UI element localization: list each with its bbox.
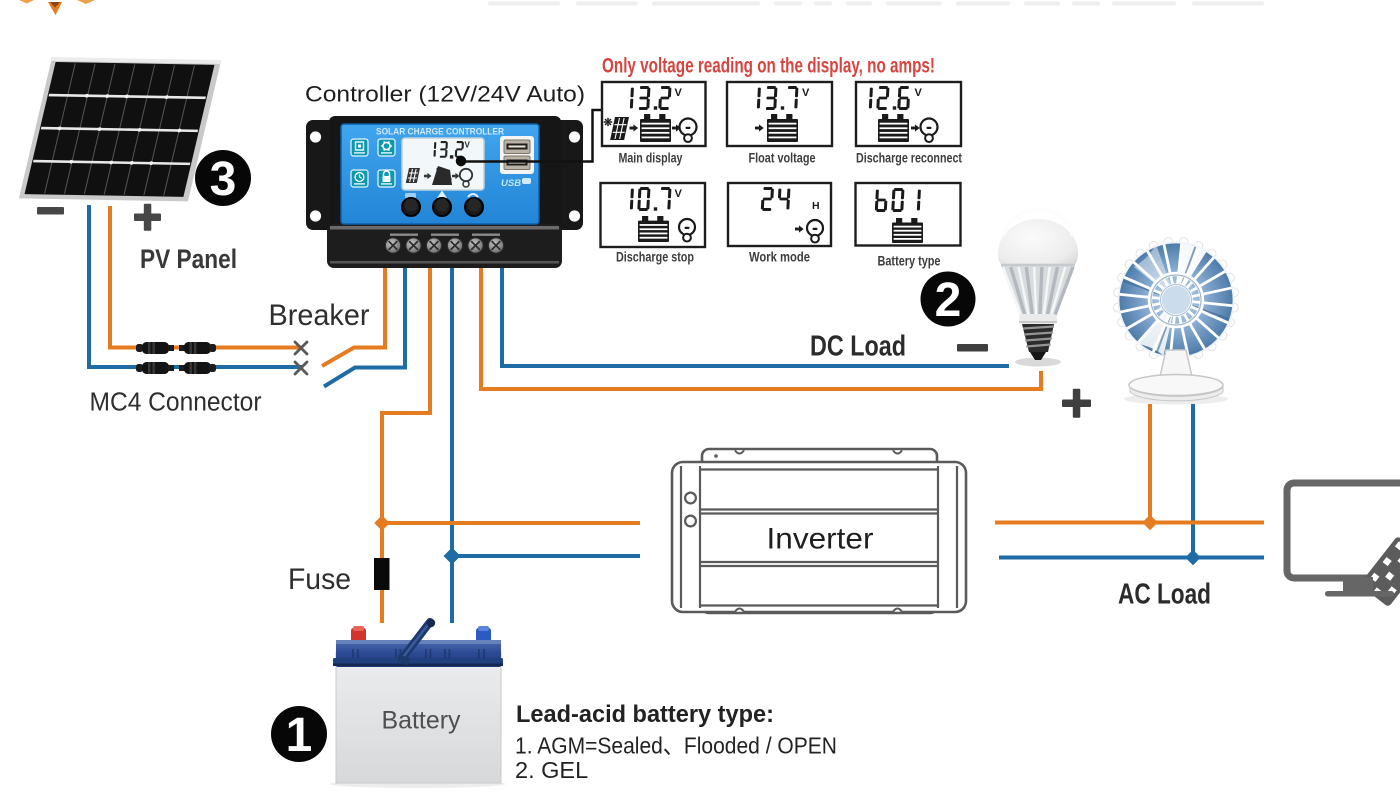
svg-text:USB: USB: [501, 178, 521, 189]
svg-text:Float voltage: Float voltage: [749, 150, 816, 166]
svg-text:V: V: [915, 87, 923, 99]
svg-text:Inverter: Inverter: [767, 523, 874, 556]
svg-text:Battery: Battery: [382, 707, 461, 735]
svg-text:3: 3: [210, 153, 237, 206]
svg-text:Battery type: Battery type: [878, 253, 941, 269]
svg-text:Only voltage reading on the di: Only voltage reading on the display, no …: [602, 55, 935, 78]
svg-text:V: V: [802, 87, 810, 99]
svg-text:Main display: Main display: [619, 150, 683, 166]
svg-text:PV Panel: PV Panel: [140, 244, 237, 274]
svg-text:MC4 Connector: MC4 Connector: [90, 389, 262, 417]
svg-text:V: V: [675, 87, 683, 99]
svg-text:H: H: [812, 200, 820, 212]
svg-text:1. AGM=Sealed、Flooded / OPEN: 1. AGM=Sealed、Flooded / OPEN: [515, 733, 837, 759]
svg-text:Work mode: Work mode: [749, 249, 810, 265]
svg-text:DC Load: DC Load: [810, 331, 906, 363]
svg-text:Discharge reconnect: Discharge reconnect: [856, 150, 962, 166]
svg-text:V: V: [675, 188, 683, 200]
svg-text:Controller (12V/24V Auto): Controller (12V/24V Auto): [305, 82, 585, 107]
svg-text:Breaker: Breaker: [269, 299, 370, 332]
svg-text:2: 2: [935, 274, 962, 327]
svg-text:2. GEL: 2. GEL: [515, 757, 588, 783]
svg-text:Discharge stop: Discharge stop: [616, 249, 694, 265]
svg-text:Lead-acid battery type:: Lead-acid battery type:: [516, 701, 774, 728]
svg-text:V: V: [465, 141, 471, 150]
svg-text:Fuse: Fuse: [288, 563, 351, 596]
svg-text:1: 1: [286, 709, 313, 762]
svg-text:AC Load: AC Load: [1118, 579, 1211, 611]
svg-text:SOLAR CHARGE CONTROLLER: SOLAR CHARGE CONTROLLER: [376, 127, 504, 137]
